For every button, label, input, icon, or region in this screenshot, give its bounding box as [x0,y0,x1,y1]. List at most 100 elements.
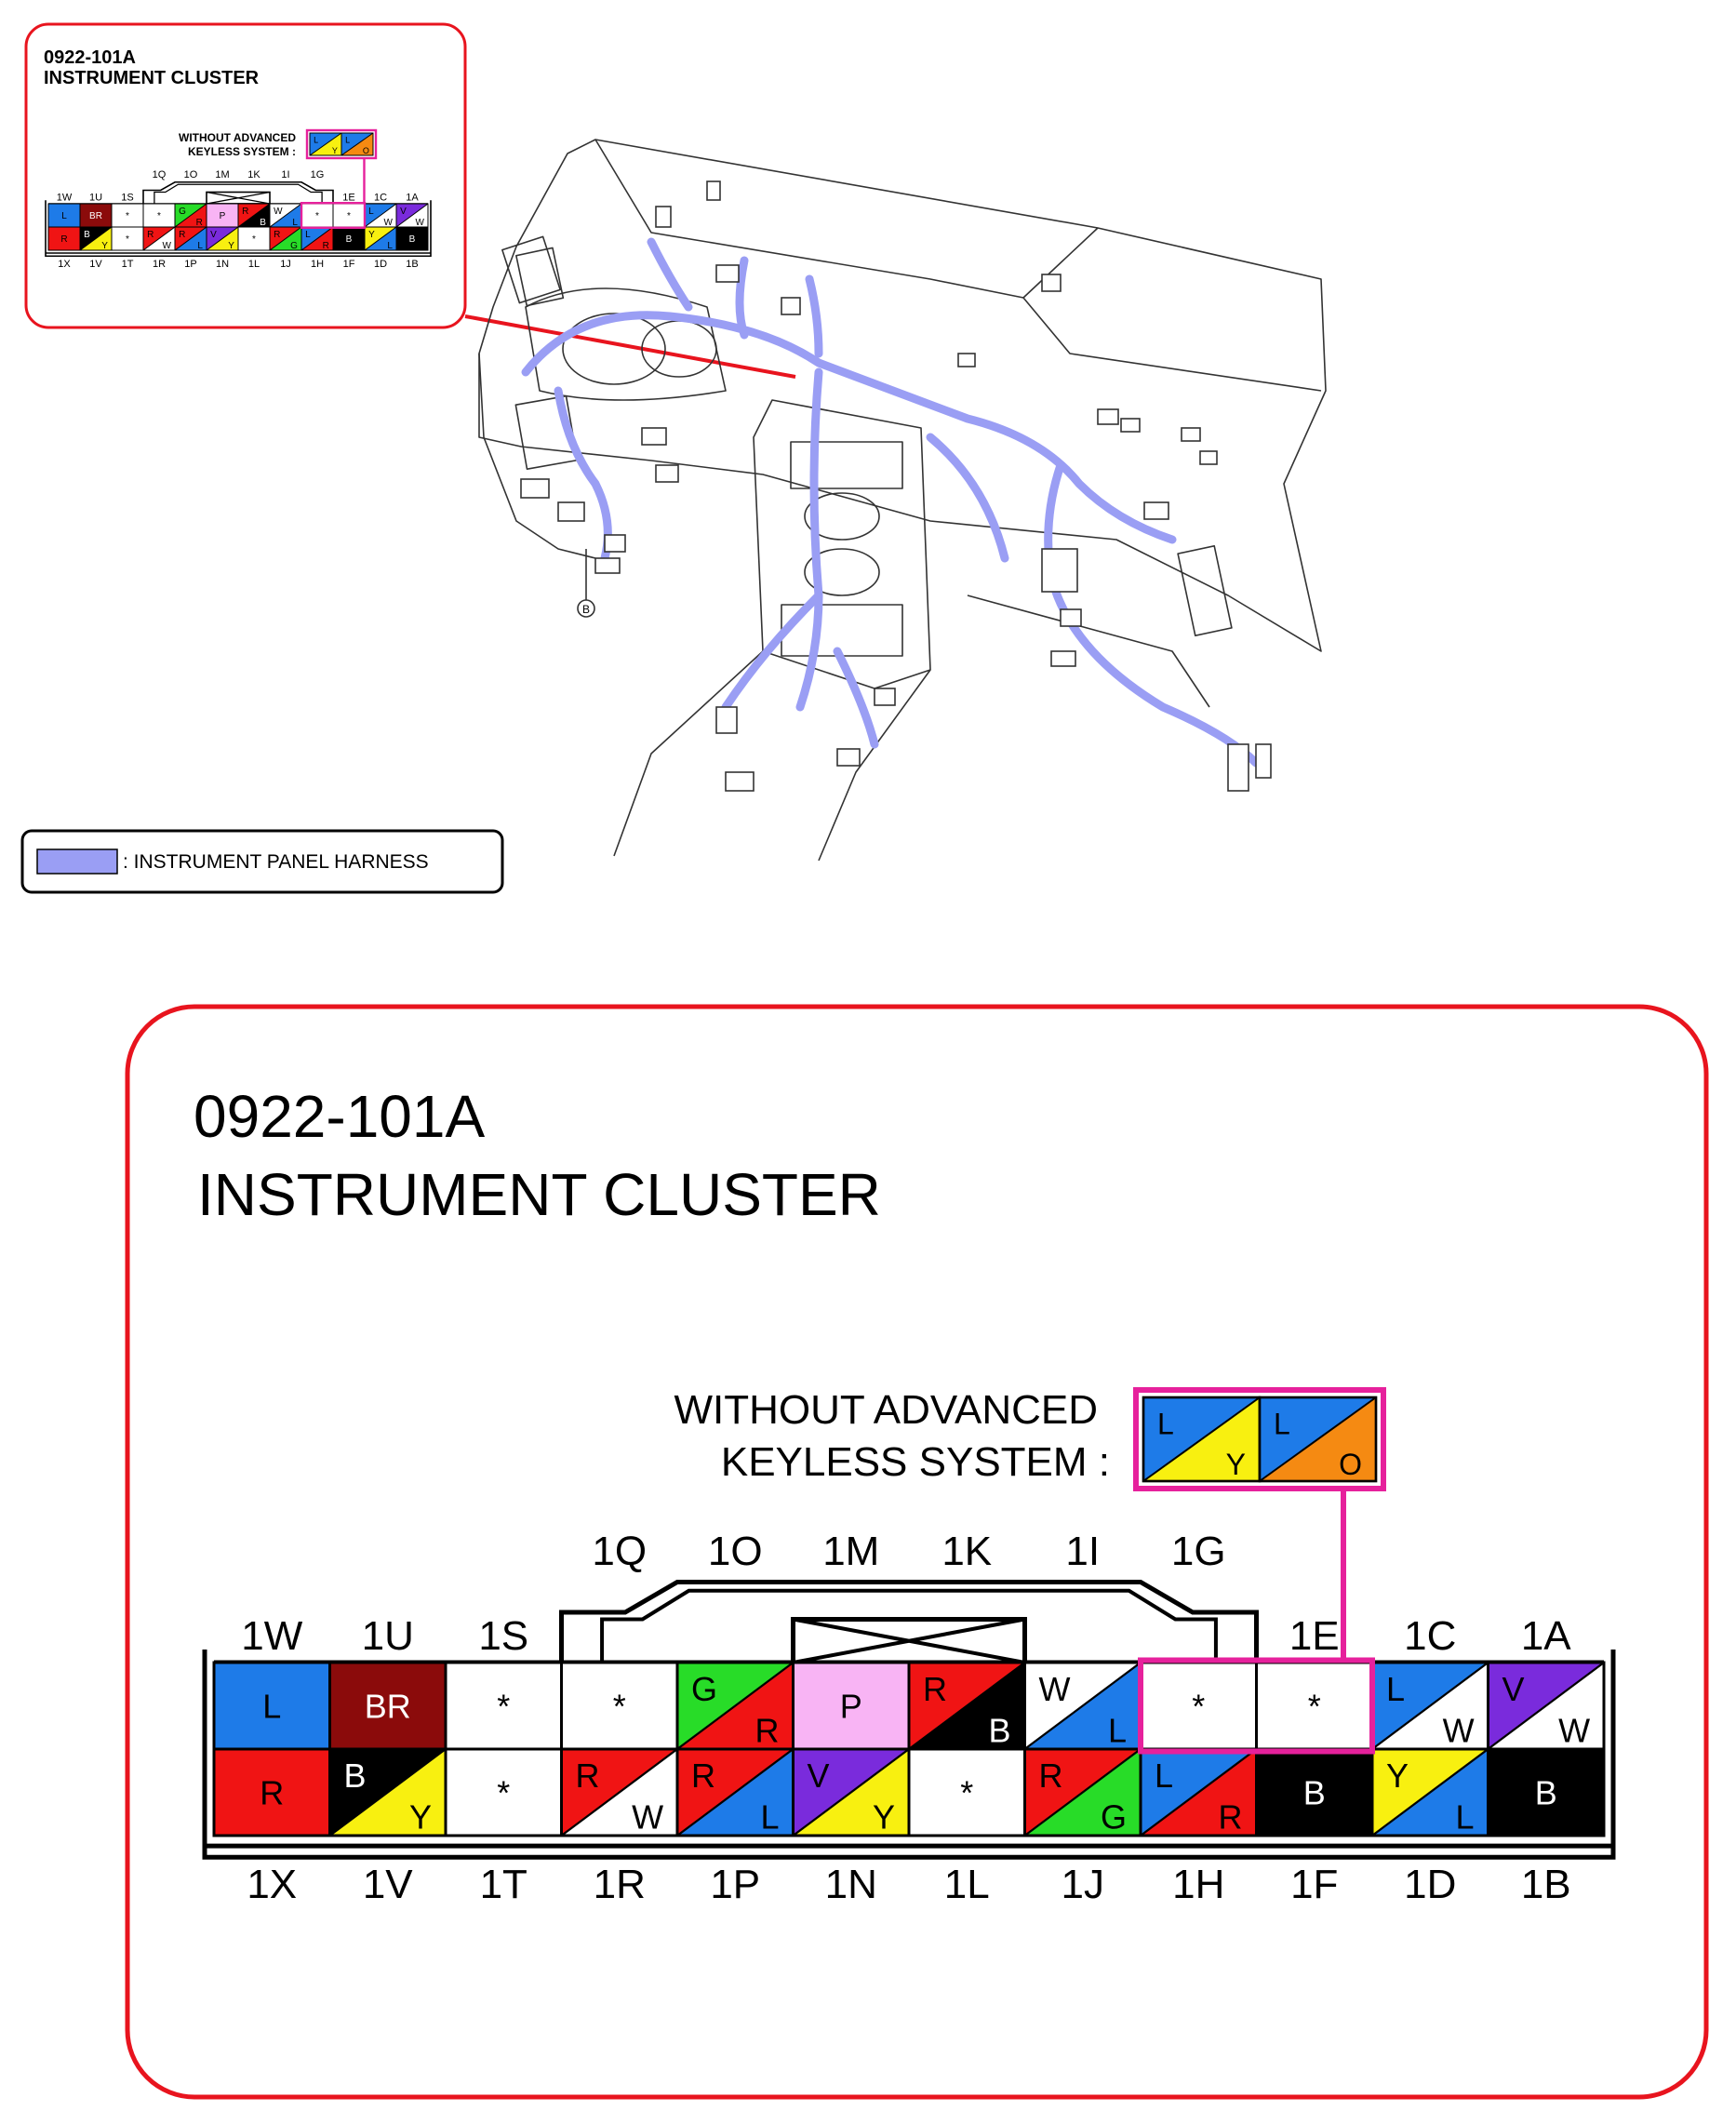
keyless-pin-highlight [300,201,367,229]
keyless-cell-2-label-secondary: O [363,146,369,155]
pin-1r: RW [142,226,176,251]
pin-label-1c: 1C [374,192,387,203]
pin-1j-label-secondary: G [1101,1798,1127,1837]
pin-1a-label-primary: V [400,207,407,217]
pin-label-1n: 1N [216,259,229,270]
pin-1u: BR [328,1661,447,1751]
pin-label-1v: 1V [363,1862,413,1907]
center-stack-display [790,441,903,489]
pin-1e-label: * [347,211,351,221]
connector-lock-tab [559,1580,1259,1663]
pin-1o: GR [174,203,207,228]
pin-1o-divider [676,1662,795,1750]
pin-label-1x: 1X [58,259,71,270]
pin-1x-color [48,227,80,250]
keyless-cell-2-label-primary: L [345,136,350,145]
pin-1c: LW [1370,1661,1489,1751]
glovebox-outline [967,594,1210,708]
connector-lock-tab-inner [154,183,323,204]
pin-label-1e: 1E [1289,1613,1340,1659]
pin-1a: VW [395,203,429,228]
pin-1q: * [560,1661,679,1751]
pin-1h-label-primary: L [1155,1757,1173,1795]
pin-1v-divider [79,226,113,251]
pin-1u: BR [79,203,113,228]
detail-code: 0922-101A [194,1083,485,1150]
keyless-cell-2: LO [1258,1396,1378,1483]
legend: : INSTRUMENT PANEL HARNESS [20,829,504,894]
pin-1j: RG [1023,1747,1142,1837]
pin-1k-label-primary: R [242,207,248,217]
pin-1f-color [1256,1749,1372,1836]
harness-right-drop [1044,461,1261,768]
pin-1k: RB [907,1661,1026,1751]
pin-1r-divider [142,226,176,251]
pin-label-1x: 1X [247,1862,297,1907]
keyless-cell-2-divider [341,132,374,156]
pin-label-1j: 1J [1062,1862,1104,1907]
pin-1f: B [332,226,366,251]
pin-1q-color [143,204,175,227]
pin-1l-color [909,1749,1025,1836]
pin-1u-label: BR [89,211,102,221]
pin-1q-label: * [157,211,161,221]
keyless-variant-frame [305,128,378,160]
keyless-cell-1-divider [309,132,342,156]
pin-1p: RL [174,226,207,251]
dashboard-right-crease [1022,297,1322,392]
pin-1h-label-primary: L [305,230,311,240]
pin-label-1t: 1T [122,259,134,270]
keyless-cell-2-label-primary: L [1274,1408,1290,1441]
pin-label-1h: 1H [311,259,324,270]
pin-1f: B [1255,1747,1374,1837]
pin-1l: * [907,1747,1026,1837]
pin-1h-divider [1140,1748,1258,1837]
pin-1n-divider [792,1748,910,1837]
pin-1r-label-secondary: W [162,241,171,251]
center-knob-upper [804,492,880,541]
pin-label-1m: 1M [822,1529,879,1574]
harness-console-branches [721,591,879,749]
pin-1p-label-secondary: L [197,241,203,251]
pin-1x-label: R [60,234,67,245]
pin-1j-label-primary: R [274,230,280,240]
pin-1c-label-secondary: W [1443,1712,1475,1750]
pin-1u-label: BR [365,1687,411,1725]
right-vent [1177,545,1233,636]
pin-label-1r: 1R [594,1862,646,1907]
pin-1t-color [112,227,143,250]
pin-1n: VY [792,1747,911,1837]
harness-left-drop [554,386,612,563]
pin-1s-color [446,1663,562,1749]
dashboard-outline [478,139,1327,652]
pin-1a-label-primary: V [1502,1670,1524,1708]
pin-label-1u: 1U [362,1613,414,1659]
pin-1a-label-secondary: W [1558,1712,1590,1750]
center-stack [753,399,931,689]
pin-1c-label-secondary: W [383,218,393,228]
pin-1k-label-secondary: B [260,218,266,228]
legend-swatch [36,848,118,875]
pin-1k: RB [237,203,271,228]
pin-label-1k: 1K [941,1529,992,1574]
pin-1b-color [1488,1749,1604,1836]
keyless-cell-2: LO [341,132,374,156]
pin-label-1o: 1O [184,169,198,180]
keyless-note-line2: KEYLESS SYSTEM : [721,1439,1110,1485]
pin-1i-label-secondary: L [292,218,298,228]
connector-lock-tab [142,180,334,204]
pin-1r-label-primary: R [575,1757,599,1795]
pin-1v-label-secondary: Y [409,1798,432,1837]
pin-1o: GR [675,1661,795,1751]
pin-label-1e: 1E [342,192,354,203]
pin-1r-divider [560,1748,678,1837]
pin-label-1f: 1F [343,259,355,270]
pin-label-1w: 1W [57,192,73,203]
pin-1x-label: R [260,1773,284,1811]
pin-1w-color [214,1663,330,1749]
pin-1r-label-primary: R [147,230,154,240]
connector-key-cross [793,1617,1025,1664]
pin-label-1j: 1J [280,259,291,270]
